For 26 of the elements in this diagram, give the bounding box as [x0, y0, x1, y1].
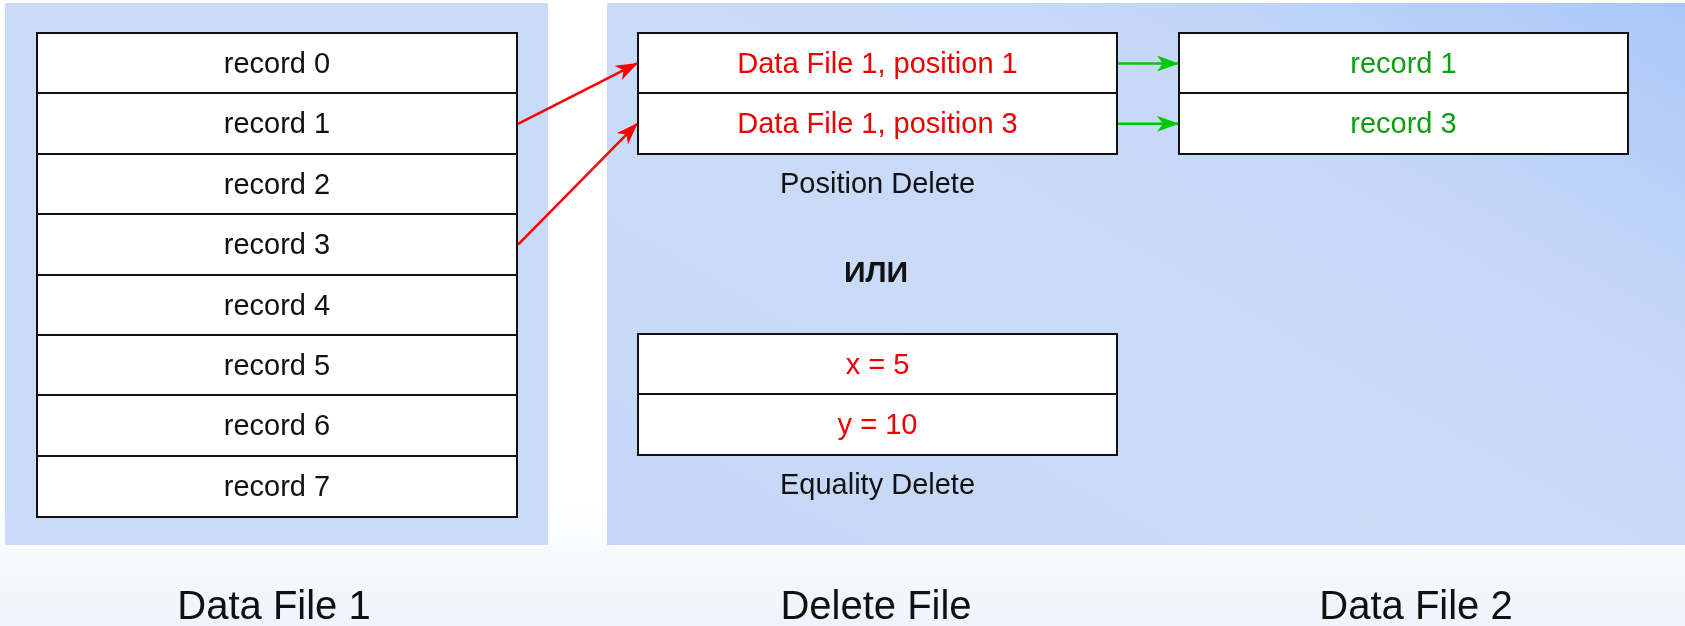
section-title: Delete File — [780, 583, 972, 626]
table-row: record 2 — [36, 152, 518, 216]
table-row: x = 5 — [637, 333, 1118, 396]
panel-background — [5, 3, 548, 545]
arrow — [517, 122, 638, 246]
arrow — [1118, 55, 1179, 72]
table-row: record 4 — [36, 273, 518, 337]
table-row: record 3 — [36, 213, 518, 277]
arrow — [1118, 115, 1179, 132]
section-title: Data File 1 — [177, 583, 371, 626]
table-row: record 7 — [36, 454, 518, 518]
table-row: record 1 — [36, 92, 518, 156]
table-row: Data File 1, position 1 — [637, 32, 1118, 95]
separator-word: ИЛИ — [843, 255, 909, 289]
table-row: record 0 — [36, 32, 518, 95]
table-row: record 6 — [36, 394, 518, 458]
table-row: record 5 — [36, 334, 518, 397]
arrow — [517, 62, 638, 125]
section-title: Data File 2 — [1319, 583, 1513, 626]
table-caption: Equality Delete — [778, 468, 977, 501]
table-row: Data File 1, position 3 — [637, 92, 1118, 156]
table-caption: Position Delete — [778, 167, 977, 200]
table-row: y = 10 — [637, 393, 1118, 457]
table-row: record 3 — [1178, 92, 1629, 156]
table-row: record 1 — [1178, 32, 1629, 95]
panel-background — [607, 3, 1685, 545]
